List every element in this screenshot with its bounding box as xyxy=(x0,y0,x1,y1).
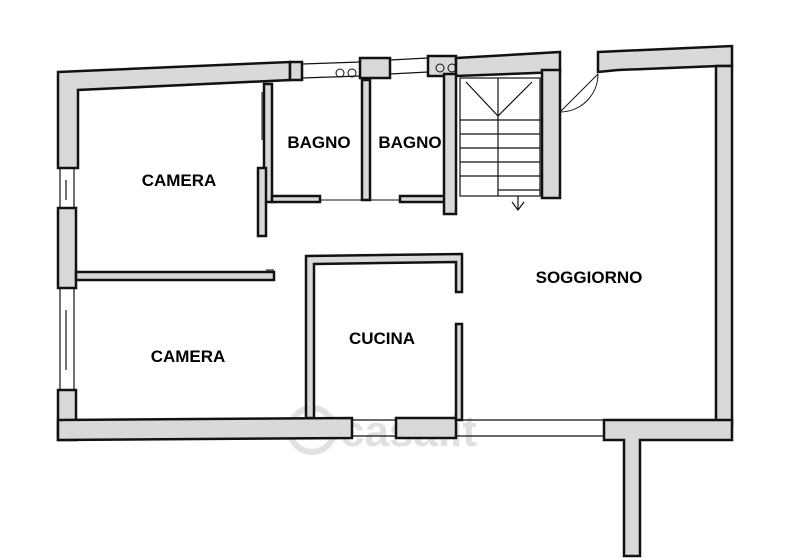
room-labels: CAMERA BAGNO BAGNO SOGGIORNO CUCINA CAME… xyxy=(142,133,643,366)
room-label-bagno-1: BAGNO xyxy=(287,133,350,152)
room-label-soggiorno: SOGGIORNO xyxy=(536,268,643,287)
room-label-camera-2: CAMERA xyxy=(151,347,226,366)
room-label-cucina: CUCINA xyxy=(349,329,415,348)
room-label-camera-1: CAMERA xyxy=(142,171,217,190)
room-label-bagno-2: BAGNO xyxy=(378,133,441,152)
doors xyxy=(261,63,599,271)
windows xyxy=(59,57,604,437)
staircase xyxy=(459,77,541,211)
interior-walls xyxy=(74,68,562,422)
outer-walls xyxy=(56,44,734,558)
